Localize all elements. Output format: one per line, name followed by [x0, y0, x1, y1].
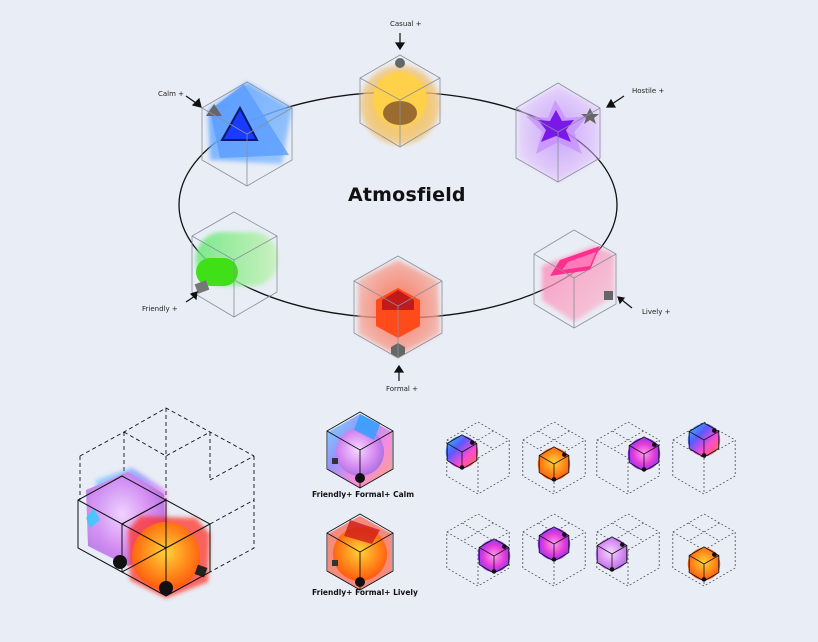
grid-cube-6: [522, 513, 586, 587]
combo-cube-calm: [326, 411, 394, 489]
axis-label-lively: Lively +: [642, 308, 671, 316]
grid-cube-5: [446, 513, 511, 587]
combined-cube-large: [77, 407, 255, 598]
combo-caption-calm: Friendly+ Formal+ Calm: [312, 490, 415, 499]
grid-cube-4: [672, 421, 736, 495]
axis-label-casual: Casual +: [390, 20, 422, 28]
combo-caption-lively: Friendly+ Formal+ Lively: [312, 588, 418, 597]
hostile-cube: [515, 82, 601, 183]
friendly-cube: [191, 211, 278, 318]
grid-cube-2: [522, 421, 586, 495]
grid-cube-7: [595, 513, 660, 587]
axis-arrows: [185, 33, 633, 381]
formal-cube: [353, 255, 443, 359]
axis-label-calm: Calm +: [158, 90, 185, 98]
lively-cube: [533, 229, 617, 329]
grid-cube-8: [672, 513, 736, 587]
calm-cube: [201, 81, 293, 187]
diagram-title: Atmosfield: [348, 184, 466, 206]
grid-cube-1: [445, 421, 510, 495]
combo-cube-lively: [326, 513, 394, 591]
axis-label-formal: Formal +: [386, 385, 418, 393]
casual-cube: [359, 54, 441, 148]
axis-label-friendly: Friendly +: [142, 305, 178, 313]
axis-label-hostile: Hostile +: [632, 87, 665, 95]
cube-grid: [445, 421, 736, 587]
grid-cube-3: [596, 421, 661, 495]
